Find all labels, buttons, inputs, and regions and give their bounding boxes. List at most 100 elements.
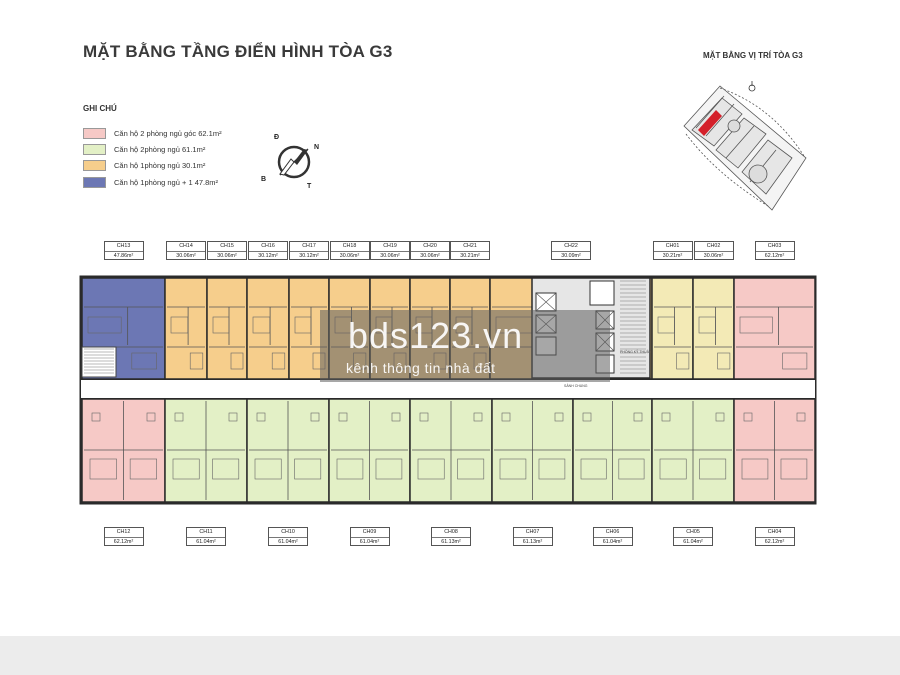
unit-ch11 (164, 398, 248, 503)
compass-label-east: N (314, 144, 319, 151)
unit-area: 61.04m² (602, 538, 623, 545)
service-room-label: PHÒNG KỸ THUẬT (620, 349, 652, 354)
unit-area: 30.06m² (420, 252, 440, 259)
left-stair (81, 346, 117, 378)
watermark-text: bds123.vn (348, 315, 524, 356)
unit-ch06 (572, 398, 653, 503)
unit-area: 30.12m² (299, 252, 319, 259)
unit-ch08 (409, 398, 493, 503)
legend-label: Căn hộ 1phòng ngủ + 1 47.8m² (114, 177, 219, 187)
unit-area: 47.86m² (113, 252, 134, 259)
legend-title: GHI CHÚ (83, 104, 117, 113)
unit-ch10 (246, 398, 330, 503)
unit-area: 30.06m² (339, 252, 360, 259)
unit-id: CH13 (104, 242, 143, 252)
compass-icon: Đ N B T (261, 134, 319, 190)
unit-id: CH03 (755, 242, 794, 252)
unit-area: 61.04m² (196, 538, 216, 545)
compass-label-west: B (261, 176, 266, 183)
unit-id: CH04 (755, 528, 794, 538)
unit-id: CH15 (208, 242, 246, 252)
watermark-subtext: kênh thông tin nhà đất (346, 360, 496, 376)
site-location-plan (683, 81, 807, 211)
unit-ch01 (651, 277, 694, 380)
legend-item-1br: Căn hộ 1phòng ngủ 30.1m² (83, 159, 205, 171)
legend-item-corner-2br: Căn hộ 2 phòng ngủ góc 62.1m² (83, 127, 222, 139)
unit-id: CH20 (411, 242, 449, 252)
watermark-band (320, 310, 610, 382)
unit-ch15 (206, 277, 248, 380)
unit-id: CH07 (513, 528, 552, 538)
unit-area: 30.06m² (380, 252, 400, 259)
tower-g3-marker (698, 110, 722, 136)
compass-label-north: Đ (274, 134, 279, 141)
unit-area: 61.04m² (683, 538, 703, 545)
unit-id: CH11 (187, 528, 225, 538)
drawing-sheet: MẶT BẰNG TẦNG ĐIỂN HÌNH TÒA G3 MẶT BẰNG … (0, 0, 900, 636)
unit-ch05 (651, 398, 735, 503)
page-title: MẶT BẰNG TẦNG ĐIỂN HÌNH TÒA G3 (83, 42, 393, 61)
corridor-label: SẢNH CHUNG (564, 383, 588, 388)
legend-label: Căn hộ 1phòng ngủ 30.1m² (114, 160, 206, 170)
unit-ch14 (164, 277, 208, 380)
unit-id: CH19 (371, 242, 409, 252)
unit-area: 30.12m² (258, 252, 278, 259)
unit-id: CH08 (432, 528, 470, 538)
unit-id: CH18 (330, 242, 369, 252)
location-plan-title: MẶT BẰNG VỊ TRÍ TÒA G3 (703, 51, 803, 60)
unit-ch09 (328, 398, 411, 503)
legend-swatch (83, 127, 106, 139)
legend-label: Căn hộ 2phòng ngủ 61.1m² (114, 144, 206, 154)
unit-area: 30.06m² (217, 252, 237, 259)
unit-area: 30.21m² (662, 252, 683, 259)
legend-label: Căn hộ 2 phòng ngủ góc 62.1m² (114, 128, 222, 138)
legend-swatch (83, 143, 106, 155)
unit-id: CH06 (593, 528, 632, 538)
unit-area: 30.06m² (703, 252, 724, 259)
unit-ch04 (733, 398, 816, 503)
unit-area: 62.12m² (764, 538, 785, 545)
unit-area: 61.04m² (278, 538, 298, 545)
unit-ch07 (491, 398, 574, 503)
unit-area: 62.12m² (764, 252, 785, 259)
floor-plan: PHÒNG KỸ THUẬT SẢNH CHUNG (79, 275, 817, 505)
unit-id: CH21 (451, 242, 489, 252)
unit-ch02 (692, 277, 735, 380)
unit-id: CH01 (653, 242, 692, 252)
unit-id: CH10 (269, 528, 307, 538)
unit-area: 30.21m² (460, 252, 480, 259)
unit-ch03 (733, 277, 816, 380)
legend-item-1br-plus: Căn hộ 1phòng ngủ + 1 47.8m² (83, 176, 218, 188)
legend-swatch (83, 159, 106, 171)
unit-id: CH16 (249, 242, 287, 252)
unit-area: 61.04m² (359, 538, 380, 545)
unit-id: CH05 (674, 528, 712, 538)
unit-ch16 (246, 277, 290, 380)
unit-area: 30.09m² (561, 252, 581, 259)
unit-area: 62.12m² (113, 538, 134, 545)
unit-area: 61.13m² (441, 538, 461, 545)
unit-id: CH09 (350, 528, 389, 538)
unit-id: CH12 (104, 528, 143, 538)
compass-label-south: T (307, 183, 312, 190)
unit-ch12 (81, 398, 166, 503)
unit-area: 30.06m² (176, 252, 196, 259)
